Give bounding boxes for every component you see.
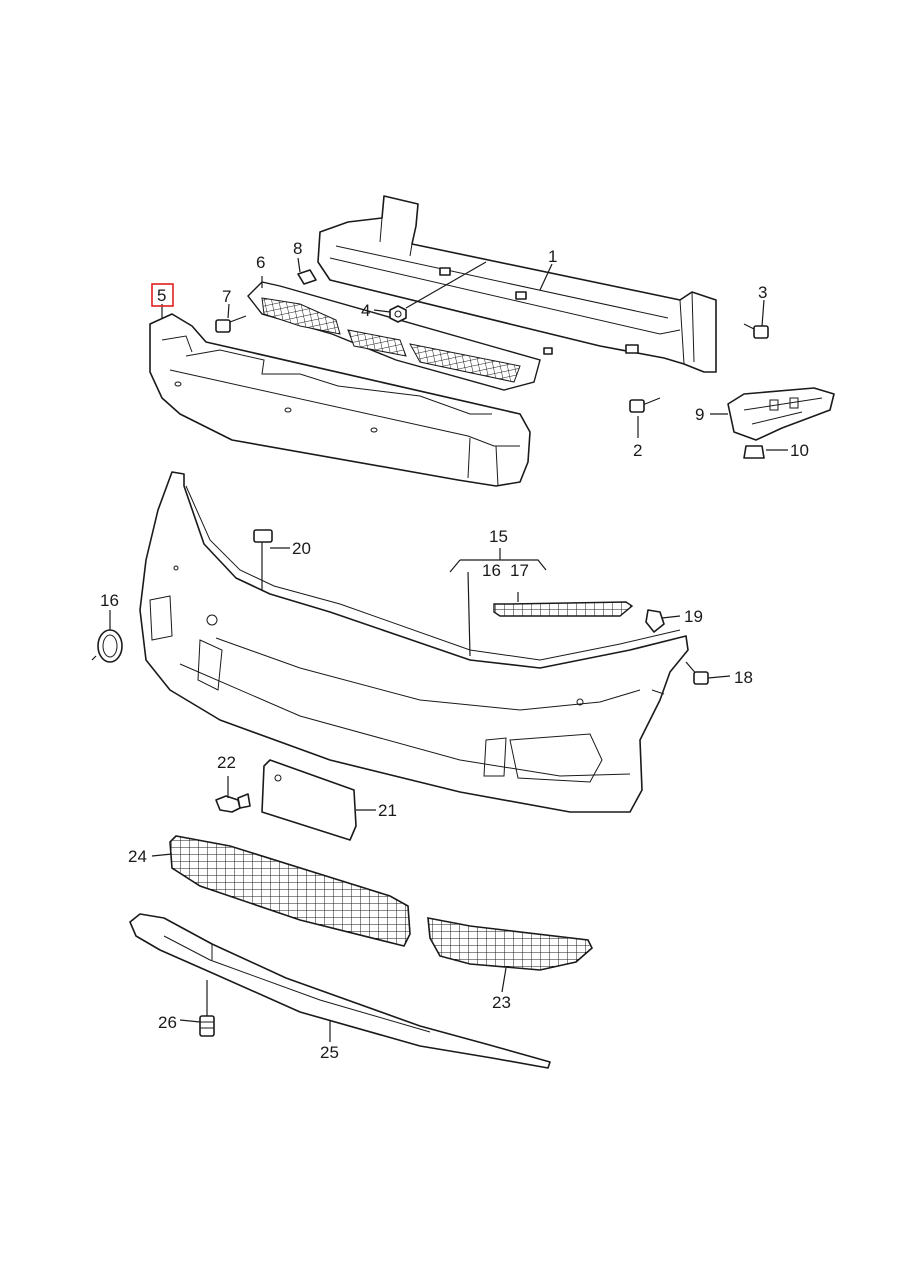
part-1-reinforcement-beam: [317, 195, 717, 373]
part-23-side-grille: [427, 917, 593, 971]
callout-17[interactable]: 17: [510, 561, 529, 580]
fastener-8: [297, 269, 317, 285]
callout-2[interactable]: 2: [633, 441, 642, 460]
callout-26[interactable]: 26: [158, 1013, 177, 1032]
callout-4[interactable]: 4: [361, 301, 370, 320]
part-5-energy-absorber: [149, 313, 531, 487]
part-21-plate-bracket: [261, 759, 357, 841]
callout-16-group[interactable]: 16: [482, 561, 501, 580]
part-24-lower-grille: [169, 835, 411, 947]
fastener-7: [215, 315, 247, 333]
callout-18[interactable]: 18: [734, 668, 753, 687]
part-22-rivet: [215, 793, 251, 813]
fastener-4: [389, 305, 407, 323]
part-6-mounting-bracket: [247, 281, 541, 391]
callout-3[interactable]: 3: [758, 283, 767, 302]
callout-1[interactable]: 1: [548, 247, 557, 266]
part-26-screw: [199, 1015, 215, 1037]
part-17-trim-strip: [493, 601, 634, 617]
callout-7[interactable]: 7: [222, 287, 231, 306]
callout-19[interactable]: 19: [684, 607, 703, 626]
callout-6[interactable]: 6: [256, 253, 265, 272]
callout-9[interactable]: 9: [695, 405, 704, 424]
part-16-tow-cap: [91, 629, 123, 663]
callout-10[interactable]: 10: [790, 441, 809, 460]
callout-5-highlight-box: [151, 283, 174, 307]
callout-25[interactable]: 25: [320, 1043, 339, 1062]
callout-15[interactable]: 15: [489, 527, 508, 546]
callout-23[interactable]: 23: [492, 993, 511, 1012]
part-19-clip: [645, 609, 665, 633]
fastener-2: [629, 397, 661, 413]
part-9-side-bracket: [727, 387, 835, 441]
callout-5[interactable]: 5: [157, 286, 166, 305]
fastener-3: [743, 323, 769, 339]
part-20-screw: [253, 529, 273, 590]
callout-21[interactable]: 21: [378, 801, 397, 820]
callout-16[interactable]: 16: [100, 591, 119, 610]
bumper-cover: [139, 471, 689, 813]
fastener-10: [743, 445, 765, 459]
callouts: 1 2 3 4 5 6 7 8 9 10 15 16 17 16 18 19 2…: [100, 239, 809, 1062]
part-18-screw: [685, 661, 709, 685]
callout-22[interactable]: 22: [217, 753, 236, 772]
callout-8[interactable]: 8: [293, 239, 302, 258]
part-25-spoiler: [129, 913, 551, 1069]
callout-20[interactable]: 20: [292, 539, 311, 558]
callout-24[interactable]: 24: [128, 847, 147, 866]
leader-lines: [109, 257, 788, 1042]
